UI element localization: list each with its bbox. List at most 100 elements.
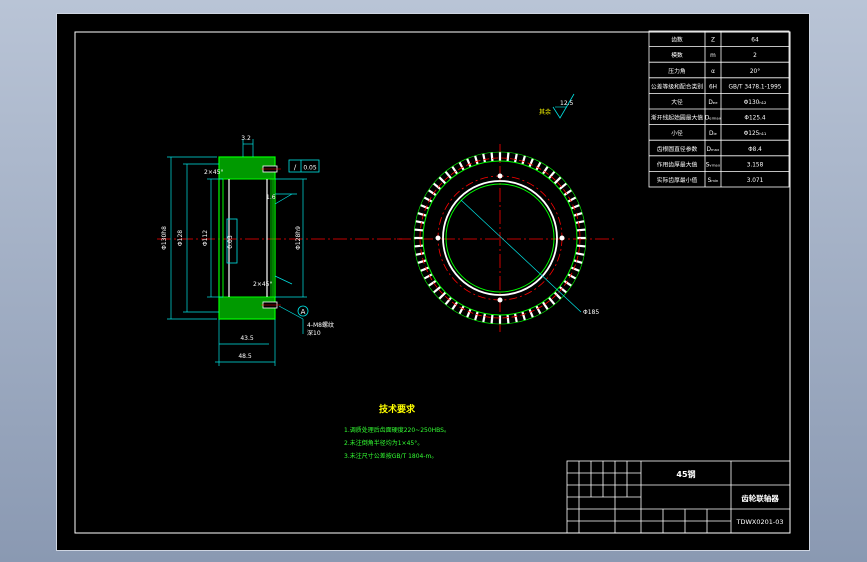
gear-tooth <box>570 204 580 210</box>
gear-tooth <box>506 314 510 324</box>
tip-circle <box>413 151 587 325</box>
tolerance-value: 0.05 <box>303 165 317 172</box>
param-symbol: α <box>711 69 715 75</box>
dim-bolt-circle: Φ185 <box>583 309 599 316</box>
gear-tooth <box>432 285 442 294</box>
param-symbol: Dₘₐₓ <box>707 147 720 153</box>
param-value: Φ125ₕ₁₁ <box>744 131 767 137</box>
gear-tooth <box>567 196 577 203</box>
gear-tooth <box>576 228 586 232</box>
title-part-name: 齿轮联轴器 <box>741 493 779 503</box>
gear-tooth <box>427 189 437 197</box>
bore-inner <box>445 183 555 293</box>
gear-tooth <box>563 279 573 287</box>
gear-tooth <box>427 279 437 287</box>
dim-left-inner: Φ128 <box>177 230 184 246</box>
gear-tooth <box>444 296 453 306</box>
gear-tooth <box>528 158 534 168</box>
gear-tooth <box>490 152 494 162</box>
param-name: 大径 <box>671 98 683 106</box>
section-dimensions <box>167 139 307 366</box>
gear-teeth <box>413 151 587 325</box>
section-view: 0.05 / 0.03 A 3.2 2×45° 2×45° Φ130h8 Φ12… <box>157 135 402 366</box>
section-bore <box>222 178 274 298</box>
param-name: 实际齿厚最小值 <box>657 176 698 184</box>
gear-tooth <box>563 189 573 197</box>
gear-tooth <box>438 176 447 185</box>
dim-right: Φ128h9 <box>295 226 302 250</box>
section-body <box>218 156 276 320</box>
param-name: 渐开线起始圆最大值 <box>651 114 703 122</box>
flatness-value: 0.03 <box>227 235 234 249</box>
chamfer-bottom: 2×45° <box>253 281 272 288</box>
bore-outer <box>442 180 558 296</box>
tolerance-frame: 0.05 / <box>288 159 320 173</box>
param-value: Φ130ₕ₁₂ <box>744 100 767 106</box>
gear-tooth <box>444 170 453 180</box>
gear-tooth <box>573 211 583 217</box>
root-circle <box>422 160 578 316</box>
param-name: 齿根圆直径参数 <box>657 145 698 153</box>
front-view: Φ185 12.5 其余 <box>397 93 617 332</box>
param-value: 3.071 <box>747 178 764 184</box>
param-name: 公差等级和配合类别 <box>651 82 703 90</box>
param-value: Φ125.4 <box>744 116 765 122</box>
param-name: 齿数 <box>671 36 683 44</box>
param-value: Φ8.4 <box>748 147 762 153</box>
param-symbol: Dᵢₑ <box>709 131 717 137</box>
gear-tooth <box>535 305 542 315</box>
title-drawing-no: TDWX0201-03 <box>735 518 783 526</box>
tech-title: 技术要求 <box>379 403 416 415</box>
gear-tooth <box>541 165 549 175</box>
gear-tooth <box>473 155 479 165</box>
gear-tooth <box>490 314 494 324</box>
width-outer: 48.5 <box>238 353 252 360</box>
datum-marker <box>297 305 309 317</box>
param-name: 模数 <box>671 51 683 59</box>
title-material: 45钢 <box>676 469 695 479</box>
roughness-value: 12.5 <box>560 100 574 107</box>
gear-tooth <box>417 211 427 217</box>
gear-tooth <box>466 308 472 318</box>
gear-tooth <box>553 291 562 300</box>
diameter-leader <box>460 199 582 313</box>
gear-tooth <box>558 285 568 294</box>
inner-frame <box>74 31 791 534</box>
width-inner: 43.5 <box>240 335 254 342</box>
chamfer-top: 2×45° <box>204 169 223 176</box>
datum-letter: A <box>301 308 306 316</box>
param-symbol: Sᵥₘₐₓ <box>706 162 721 168</box>
param-symbol: Dₑₑ <box>708 100 718 106</box>
gear-tooth <box>567 273 577 280</box>
gear-tooth <box>423 196 433 203</box>
gear-tooth <box>420 266 430 272</box>
param-value: 64 <box>751 38 759 44</box>
gear-tooth <box>535 161 542 171</box>
gear-tooth <box>414 228 424 232</box>
gear-tooth <box>420 204 430 210</box>
param-value: 2 <box>753 53 757 59</box>
gear-tooth <box>521 155 527 165</box>
dim-top: 3.2 <box>241 135 251 142</box>
gear-tooth <box>570 266 580 272</box>
gear-tooth <box>482 153 487 163</box>
gear-tooth <box>575 251 585 256</box>
gear-tooth <box>576 244 586 248</box>
gear-tooth <box>547 296 556 306</box>
gear-tooth <box>575 220 585 225</box>
gear-tooth <box>506 152 510 162</box>
bolt-hole-top <box>497 173 503 179</box>
param-symbol: Dₑᵢₘₐₓ <box>705 116 722 122</box>
gear-tooth <box>558 182 568 191</box>
gear-tooth <box>432 182 442 191</box>
gear-tooth <box>513 153 518 163</box>
param-value: GB/T 3478.1-1995 <box>729 84 782 90</box>
gear-tooth <box>528 308 534 318</box>
gear-tooth <box>547 170 556 180</box>
title-block <box>566 460 791 534</box>
gear-tooth <box>414 244 424 248</box>
roughness-symbol: 12.5 其余 <box>539 93 575 119</box>
gear-tooth <box>451 301 459 311</box>
